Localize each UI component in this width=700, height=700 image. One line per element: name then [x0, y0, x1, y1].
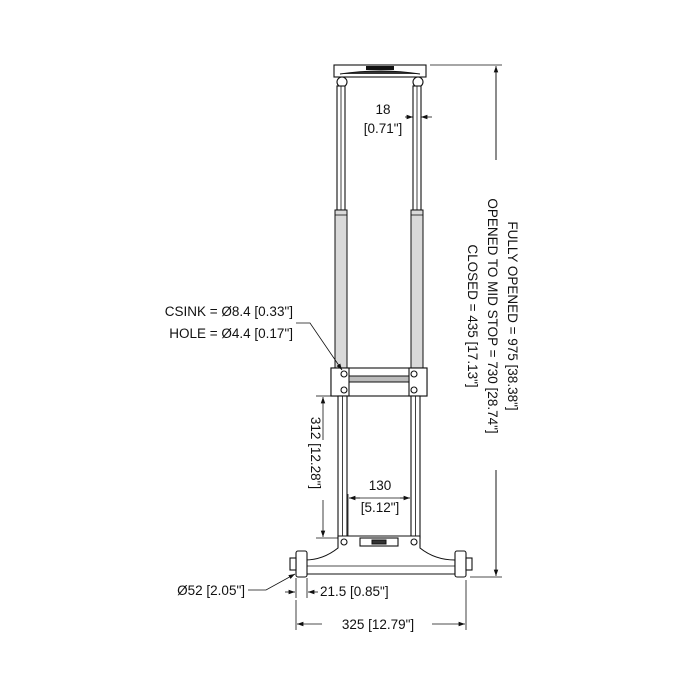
hole-label: HOLE = Ø4.4 [0.17"] [169, 326, 293, 341]
fully-opened-label: FULLY OPENED = 975 [38.38"] [505, 221, 520, 410]
inner-span-imperial: [5.12"] [361, 500, 400, 515]
wheel-diameter-callout: Ø52 [2.05"] [177, 573, 296, 598]
base-plate [304, 535, 456, 575]
inner-span-value: 130 [369, 478, 392, 493]
csink-label: CSINK = Ø8.4 [0.33"] [165, 304, 293, 319]
trolley-frame [289, 64, 473, 578]
upper-bracket [330, 367, 428, 397]
middle-tubes [334, 209, 424, 371]
wheel-diameter-label: Ø52 [2.05"] [177, 583, 245, 598]
lower-rods [337, 395, 421, 539]
height-dimension: FULLY OPENED = 975 [38.38"] OPENED TO MI… [430, 64, 520, 578]
right-wheel [454, 550, 473, 578]
handle-width-imperial: [0.71"] [364, 121, 403, 136]
handle-width-dimension: 18 [0.71"] [364, 102, 432, 136]
handle-width-value: 18 [375, 102, 390, 117]
overall-width-label: 325 [12.79"] [342, 617, 414, 632]
hole-callout: CSINK = Ø8.4 [0.33"] HOLE = Ø4.4 [0.17"] [165, 304, 343, 371]
mid-stop-label: OPENED TO MID STOP = 730 [28.74"] [485, 198, 500, 433]
wheel-offset-label: 21.5 [0.85"] [320, 584, 389, 599]
lower-height-dimension: 312 [12.28"] [308, 395, 338, 539]
inner-span-dimension: 130 [5.12"] [347, 478, 412, 536]
left-wheel [289, 550, 308, 578]
top-handle [333, 64, 427, 88]
overall-width-dimension: 325 [12.79"] [295, 580, 467, 632]
lower-height-label: 312 [12.28"] [308, 417, 323, 489]
wheel-offset-dimension: 21.5 [0.85"] [285, 578, 389, 599]
closed-label: CLOSED = 435 [17.13"] [465, 244, 480, 387]
